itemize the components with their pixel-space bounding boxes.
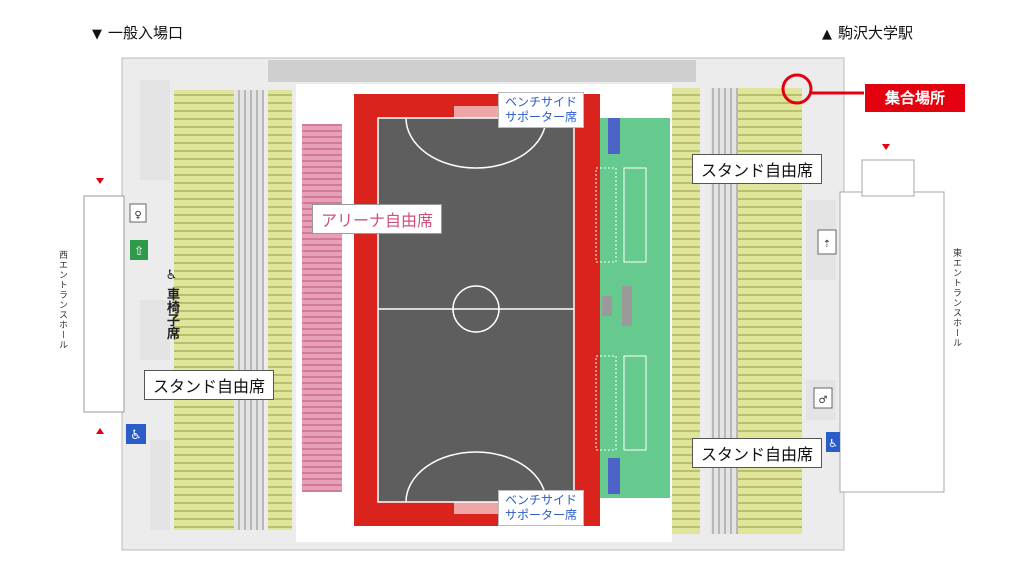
- east-hall-label: 東エントランスホール: [951, 248, 961, 348]
- emergency-exit-icon: ⇧: [130, 240, 148, 260]
- svg-text:♿: ♿: [828, 437, 838, 450]
- wheelchair-seat-label: ♿ 車椅子席: [164, 268, 179, 340]
- bench-side-line2: サポーター席: [505, 508, 578, 522]
- east-hall-stair: [861, 159, 915, 197]
- bench-side-line1: ベンチサイド: [505, 493, 578, 507]
- meeting-point-callout: 集合場所: [865, 84, 965, 112]
- wheelchair-icon: ♿: [826, 432, 840, 452]
- general-entrance-label: 一般入場口: [108, 24, 184, 42]
- svg-text:♂: ♂: [819, 395, 828, 406]
- bench-side-line1: ベンチサイド: [505, 95, 578, 109]
- svg-text:♀: ♀: [134, 210, 141, 221]
- futsal-court: [354, 94, 600, 526]
- bench-side-label-top: ベンチサイド サポーター席: [498, 92, 585, 128]
- station-header: ▲ 駒沢大学駅: [822, 22, 913, 43]
- wheelchair-icon: ♿: [126, 424, 146, 444]
- bench-area: [595, 118, 670, 498]
- left-stands: [140, 80, 292, 530]
- meeting-point-ring-icon: [781, 73, 813, 105]
- west-hall-label: 西エントランスホール: [57, 250, 67, 350]
- bench-side-label-bottom: ベンチサイド サポーター席: [498, 490, 585, 526]
- stair-icon: ⇡: [817, 229, 837, 255]
- stand-free-seat-label-west: スタンド自由席: [144, 370, 275, 400]
- stand-free-seat-label-east-bottom: スタンド自由席: [692, 438, 823, 468]
- down-triangle-icon: ▼: [92, 27, 102, 42]
- svg-text:⇧: ⇧: [134, 244, 144, 258]
- stand-free-seat-label-east-top: スタンド自由席: [692, 154, 823, 184]
- bench-side-line2: サポーター席: [505, 110, 578, 124]
- restroom-icon: ♀: [129, 203, 147, 223]
- east-hall: [839, 191, 945, 493]
- restroom-icon: ♂: [813, 387, 833, 409]
- station-label: 駒沢大学駅: [838, 24, 914, 42]
- entrance-markers: [96, 144, 890, 434]
- arena-free-seat-label: アリーナ自由席: [312, 204, 443, 234]
- west-hall: [83, 195, 125, 413]
- top-corridor: [268, 60, 696, 82]
- up-triangle-icon: ▲: [822, 27, 832, 42]
- svg-text:♿: ♿: [130, 428, 142, 443]
- arena-seats: [302, 124, 342, 492]
- entrance-header: ▼ 一般入場口: [92, 22, 183, 43]
- svg-text:⇡: ⇡: [823, 239, 831, 250]
